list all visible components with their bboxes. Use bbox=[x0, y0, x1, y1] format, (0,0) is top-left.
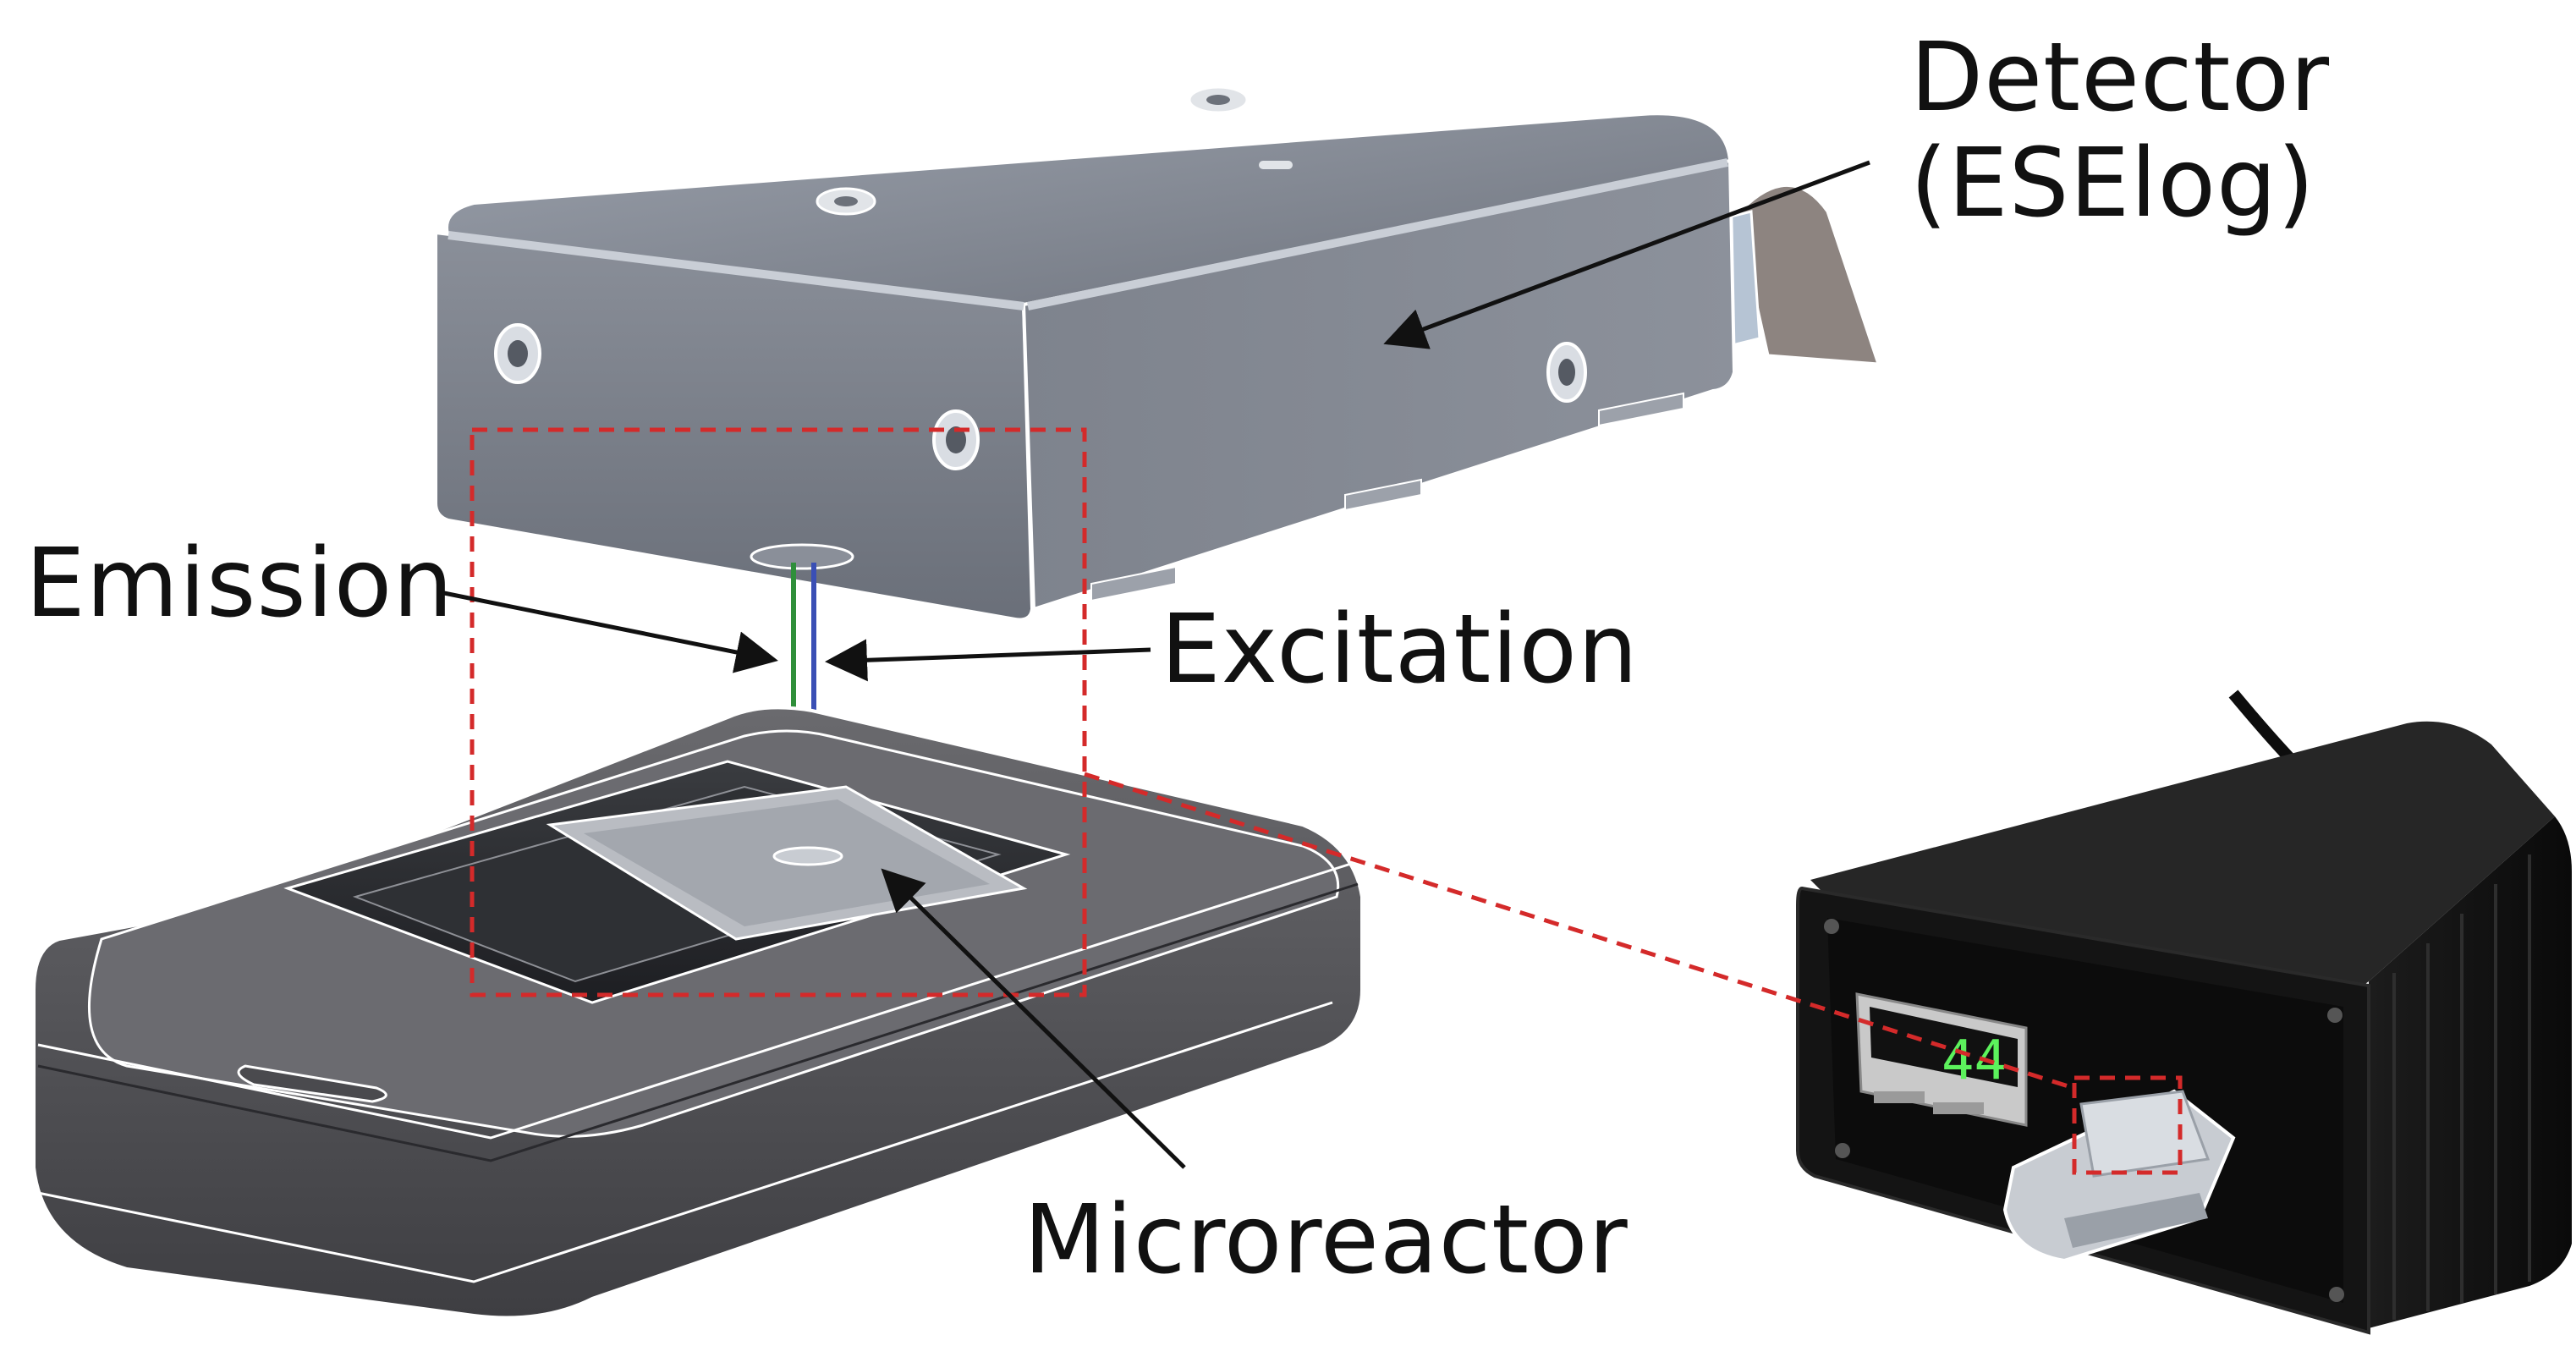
detector-label-line2: (ESElog) bbox=[1910, 129, 2315, 239]
excitation-label: Excitation bbox=[1161, 595, 1639, 705]
microreactor-arrow bbox=[881, 868, 1186, 1169]
emission-arrow bbox=[439, 590, 778, 673]
device-display-readout: 44 bbox=[1942, 1030, 2007, 1092]
detector-arrow bbox=[1383, 160, 1870, 349]
microreactor-holder bbox=[32, 706, 1364, 1320]
zoom-callouts bbox=[470, 427, 2183, 1175]
detector-label-line1: Detector bbox=[1910, 23, 2331, 133]
detector-label: Detector (ESElog) bbox=[1910, 25, 2330, 238]
device-photo: 44 bbox=[1796, 689, 2572, 1335]
detector-box bbox=[434, 85, 1881, 622]
pointer-arrows bbox=[439, 160, 1870, 1169]
callout-box-small bbox=[2072, 1075, 2183, 1175]
callout-connector bbox=[1084, 772, 2072, 1090]
microreactor-label: Microreactor bbox=[1024, 1185, 1629, 1295]
excitation-arrow bbox=[825, 639, 1151, 682]
emission-label: Emission bbox=[25, 529, 454, 639]
callout-box-large bbox=[470, 427, 1087, 997]
